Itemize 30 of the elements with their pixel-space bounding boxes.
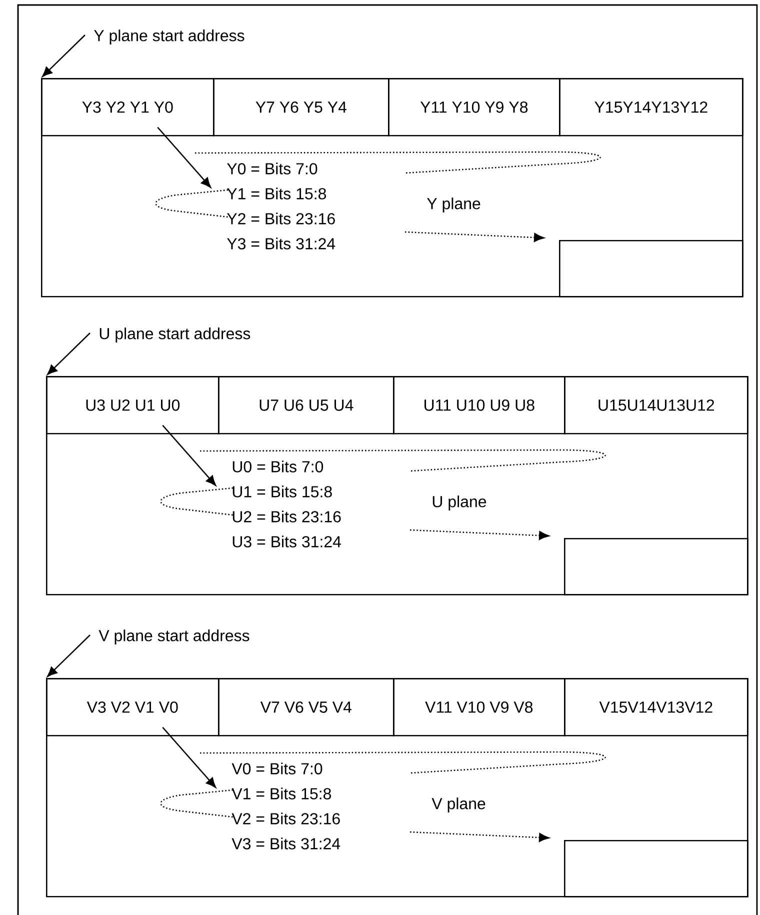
arrow [160, 751, 606, 842]
byte-cell: U7 U6 U5 U4 [218, 376, 394, 434]
bit-mapping-text: Y0 = Bits 7:0 Y1 = Bits 15:8 Y2 = Bits 23:16 Y3 = Bits 31:24 [227, 162, 336, 250]
arrow [157, 126, 212, 188]
arrow [160, 449, 606, 540]
byte-cell: Y7 Y6 Y5 Y4 [213, 78, 390, 136]
arrow [155, 151, 601, 242]
arrow [42, 34, 86, 77]
bit-mapping-text: U0 = Bits 7:0 U1 = Bits 15:8 U2 = Bits 23:16 U3 = Bits 31:24 [232, 460, 341, 548]
start-address-label: V plane start address [98, 630, 250, 644]
arrow [47, 634, 90, 677]
byte-cell: V3 V2 V1 V0 [46, 678, 220, 736]
start-address-label: Y plane start address [94, 30, 244, 44]
byte-cell: U11 U10 U9 U8 [393, 376, 566, 434]
byte-cell: Y15Y14Y13Y12 [559, 78, 744, 136]
byte-cell: V7 V6 V5 V4 [218, 678, 394, 736]
byte-cell: V11 V10 V9 V8 [393, 678, 566, 736]
byte-cell: Y11 Y10 Y9 Y8 [388, 78, 560, 136]
arrow [47, 332, 90, 375]
end-box [559, 240, 744, 298]
byte-cell: U15U14U13U12 [564, 376, 748, 434]
end-box [564, 538, 748, 596]
arrow [162, 726, 216, 788]
byte-cell: Y3 Y2 Y1 Y0 [41, 78, 214, 136]
start-address-label: U plane start address [100, 328, 250, 342]
byte-cell: V15V14V13V12 [564, 678, 748, 736]
bit-mapping-text: V0 = Bits 7:0 V1 = Bits 15:8 V2 = Bits 23:16 V3 = Bits 31:24 [232, 762, 340, 850]
end-box [564, 840, 748, 898]
arrow [162, 424, 216, 486]
byte-cell: U3 U2 U1 U0 [46, 376, 220, 434]
